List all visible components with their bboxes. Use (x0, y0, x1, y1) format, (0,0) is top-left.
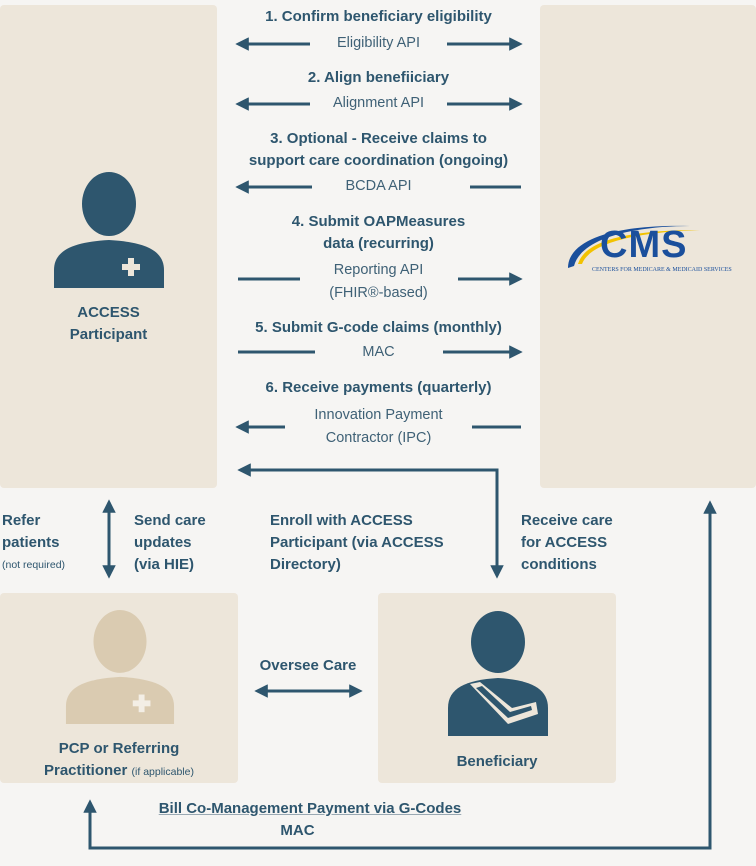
beneficiary-label: Beneficiary (456, 753, 538, 770)
step3-channel: BCDA API (345, 178, 412, 194)
cms-logo: CMS CENTERS FOR MEDICARE & MEDICAID SERV… (560, 218, 740, 280)
step4-channel: Reporting API(FHIR®-based) (329, 262, 428, 301)
cms-panel (540, 5, 756, 488)
step2-title: 2. Align benefiiciary (307, 69, 450, 86)
person-arm-sling-icon (448, 611, 548, 736)
step1-title: 1. Confirm beneficiary eligibility (265, 8, 492, 25)
step5-channel: MAC (362, 344, 395, 360)
person-medical-icon (65, 610, 175, 724)
step1-channel: Eligibility API (336, 35, 420, 51)
person-medical-icon (54, 172, 164, 288)
billing-arrow (83, 500, 717, 850)
step2-channel: Alignment API (332, 95, 425, 111)
step5-title: 5. Submit G-code claims (monthly) (255, 319, 502, 336)
step6-title: 6. Receive payments (quarterly) (265, 379, 492, 396)
oversee-care-label: Oversee Care (259, 657, 357, 674)
